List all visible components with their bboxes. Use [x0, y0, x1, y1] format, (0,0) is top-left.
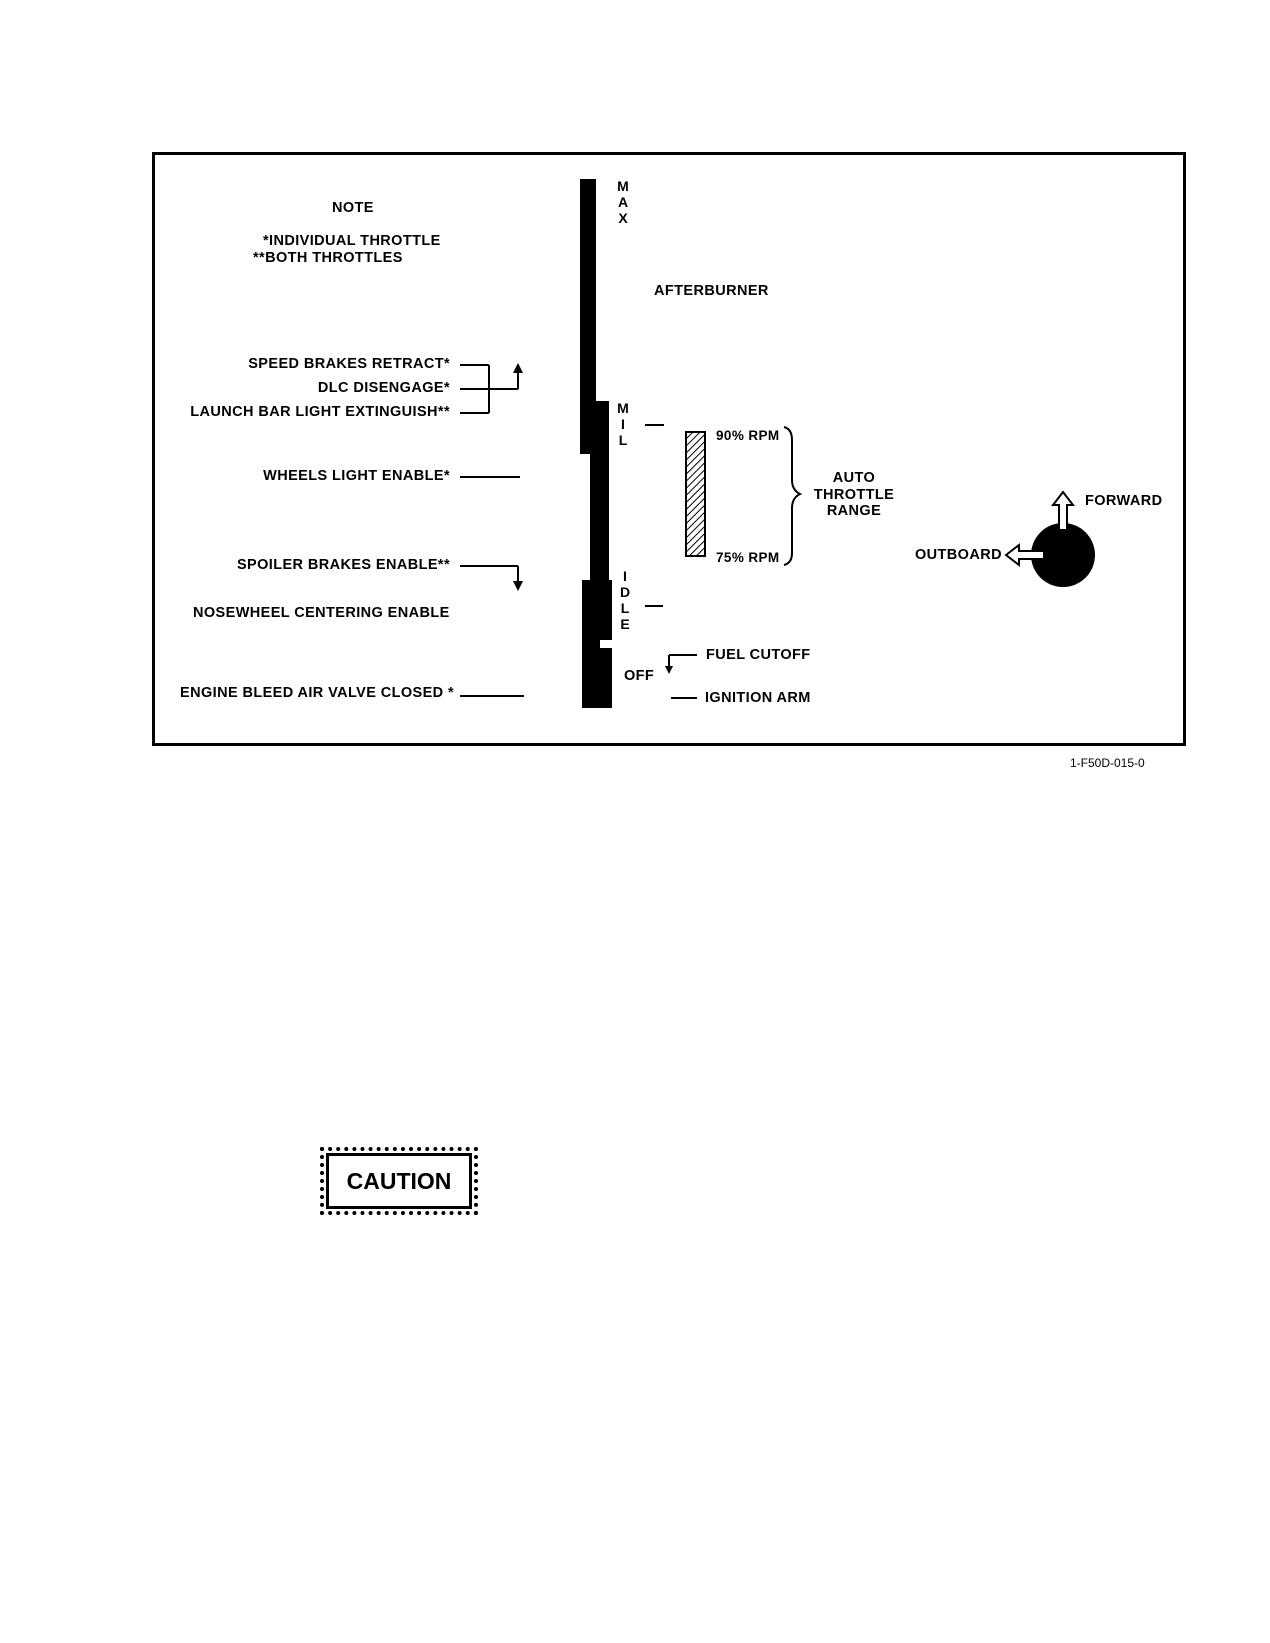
figure-id: 1-F50D-015-0: [1070, 756, 1145, 770]
ignition-arm-label: IGNITION ARM: [705, 690, 811, 706]
caution-label: CAUTION: [346, 1167, 452, 1194]
forward-label: FORWARD: [1085, 493, 1163, 509]
arrow-up-icon: [513, 363, 523, 373]
spoiler-arrow: [460, 565, 519, 582]
fuel-cutoff-arrow: [668, 654, 697, 667]
diagram-frame: [152, 152, 1186, 746]
off-detent-label: OFF: [624, 668, 655, 684]
caution-box: CAUTION: [320, 1147, 478, 1215]
rpm-90-label: 90% RPM: [716, 428, 780, 443]
launch-bar-light-label: LAUNCH BAR LIGHT EXTINGUISH**: [190, 404, 450, 420]
forward-arrow-icon: [1050, 490, 1076, 531]
fuel-cutoff-label: FUEL CUTOFF: [706, 647, 811, 663]
dlc-disengage-label: DLC DISENGAGE*: [317, 380, 450, 396]
bleed-air-valve-label: ENGINE BLEED AIR VALVE CLOSED *: [180, 685, 454, 701]
auto-throttle-rpm-bar: [685, 431, 706, 557]
arrow-down-icon: [513, 581, 523, 591]
nosewheel-centering-label: NOSEWHEEL CENTERING ENABLE: [193, 605, 450, 621]
max-detent-label: M A X: [617, 178, 629, 226]
note-title: NOTE: [332, 200, 374, 216]
arrow-down-small-icon: [665, 666, 673, 674]
speed-brakes-retract-label: SPEED BRAKES RETRACT*: [248, 356, 450, 372]
spoiler-brakes-enable-label: SPOILER BRAKES ENABLE**: [236, 557, 450, 573]
outboard-label: OUTBOARD: [915, 547, 1002, 563]
throttle-slot: [580, 179, 612, 708]
outboard-arrow-icon: [1004, 542, 1045, 568]
note-both-throttles: **BOTH THROTTLES: [253, 250, 403, 266]
wheels-light-enable-label: WHEELS LIGHT ENABLE*: [263, 468, 450, 484]
throttle-knob-icon: [1031, 523, 1095, 587]
auto-throttle-brace: [783, 426, 803, 566]
auto-throttle-range-label: AUTO THROTTLE RANGE: [813, 470, 895, 519]
afterburner-label: AFTERBURNER: [654, 283, 769, 299]
note-individual-throttle: *INDIVIDUAL THROTTLE: [263, 233, 441, 249]
retract-bracket: [460, 364, 519, 414]
idle-detent-label: I D L E: [619, 568, 631, 632]
rpm-75-label: 75% RPM: [716, 550, 780, 565]
mil-detent-label: M I L: [617, 400, 629, 448]
